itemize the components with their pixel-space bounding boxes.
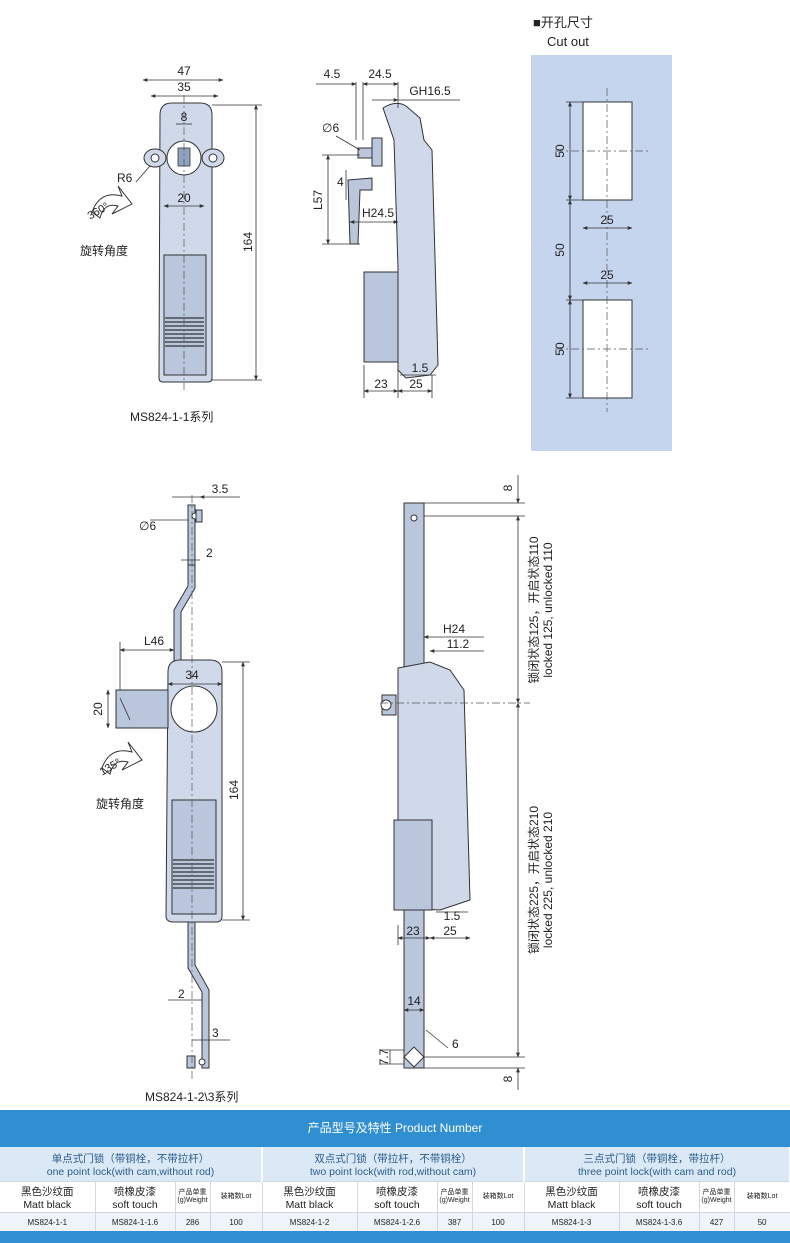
cell-soft: MS824-1-3.6 (619, 1212, 700, 1231)
header-lot: 装箱数Lot (472, 1181, 525, 1213)
cell-weight: 387 (437, 1212, 473, 1231)
bf-dim-34: 34 (185, 668, 199, 682)
ts-dim-4-5: 4.5 (324, 67, 341, 81)
bf-caption: MS824-1-2\3系列 (145, 1090, 238, 1104)
bs-note-lower-cn: 锁闭状态225，开启状态210 (526, 806, 541, 954)
tf-dim-r6: R6 (117, 171, 133, 185)
header-weight: 产品单重(g)Weight (699, 1181, 735, 1213)
cell-lot: 100 (472, 1212, 525, 1231)
tf-dim-20: 20 (177, 191, 191, 205)
bf-dim-2-top: 2 (206, 546, 213, 560)
bf-cam (115, 689, 169, 729)
cell-soft: MS824-1-1.6 (95, 1212, 176, 1231)
tf-rotation-label: 旋转角度 (80, 243, 128, 258)
cutout-dim-5: 50 (553, 342, 567, 356)
bs-dim-6: 6 (452, 1037, 459, 1051)
header-lot: 装箱数Lot (734, 1181, 790, 1213)
cutout-dim-4: 25 (600, 268, 614, 282)
bottom-front-view: 3.5 ∅6 2 L46 34 20 164 2 3 135° 旋转角度 MS8… (91, 482, 250, 1104)
bottom-side-view: 8 H24 11.2 1.5 23 25 14 6 7.7 8 锁闭状态125，… (377, 475, 555, 1090)
bf-rotation-label: 旋转角度 (96, 796, 144, 811)
technical-drawing: 50 25 50 25 50 ■开孔尺寸 Cut out 47 35 (80, 15, 672, 1104)
grip-area (163, 254, 207, 376)
bf-key-cylinder (170, 685, 218, 733)
ts-dim-24-5: 24.5 (368, 67, 392, 81)
bs-dim-1-5: 1.5 (444, 909, 461, 923)
bf-rotation-arrow-icon (101, 741, 143, 775)
cutout-dim-1: 50 (553, 144, 567, 158)
cell-lot: 50 (734, 1212, 790, 1231)
cell-soft: MS824-1-2.6 (357, 1212, 438, 1231)
bs-note-lower-en: locked 225, unlocked 210 (541, 812, 555, 948)
lower-rod (187, 921, 210, 1069)
bs-cam (393, 819, 433, 911)
header-weight: 产品单重(g)Weight (175, 1181, 211, 1213)
cell-matt: MS824-1-1 (0, 1212, 96, 1231)
tf-dim-47: 47 (177, 64, 191, 78)
tf-dim-8: 8 (181, 110, 188, 124)
bf-dim-3: 3 (212, 1026, 219, 1040)
bf-dim-diam6: ∅6 (139, 519, 156, 533)
bs-dim-25: 25 (443, 924, 457, 938)
bf-dim-3-5: 3.5 (212, 482, 229, 496)
bs-note-upper-cn: 锁闭状态125，开启状态110 (526, 536, 541, 683)
tf-dim-164: 164 (241, 232, 255, 252)
bf-dim-164: 164 (227, 780, 241, 800)
bs-dim-11-2: 11.2 (447, 637, 470, 651)
cell-matt: MS824-1-3 (524, 1212, 620, 1231)
cell-lot: 100 (210, 1212, 263, 1231)
tf-caption: MS824-1-1系列 (130, 410, 213, 424)
header-lot: 装箱数Lot (210, 1181, 263, 1213)
ts-dim-25: 25 (409, 377, 423, 391)
ts-dim-1-5: 1.5 (412, 361, 429, 375)
ts-dim-gh16-5: GH16.5 (409, 84, 451, 98)
ts-dim-23: 23 (374, 377, 388, 391)
cutout-dim-2: 25 (600, 213, 614, 227)
bf-dim-20: 20 (91, 702, 105, 716)
cutout-title-en: Cut out (547, 34, 589, 49)
bs-dim-14: 14 (407, 994, 421, 1008)
bs-dim-8-bottom: 8 (501, 1075, 515, 1082)
tf-dim-35: 35 (177, 80, 191, 94)
group-row: 单点式门锁（带铜栓，不带拉杆）one point lock(with cam,w… (0, 1147, 790, 1182)
side-body (382, 102, 439, 379)
cutout-title-cn: ■开孔尺寸 (533, 15, 593, 30)
side-cam (363, 271, 399, 363)
bs-note-upper-en: locked 125, unlocked 110 (541, 542, 555, 678)
ts-dim-h24-5: H24.5 (362, 206, 394, 220)
top-side-view: 4.5 24.5 GH16.5 ∅6 L57 4 H24.5 23 1.5 25 (311, 67, 460, 398)
cell-matt: MS824-1-2 (262, 1212, 358, 1231)
header-weight: 产品单重(g)Weight (437, 1181, 473, 1213)
ts-dim-diam6: ∅6 (322, 121, 339, 135)
ts-dim-4: 4 (337, 175, 344, 189)
group-one-point: 单点式门锁（带铜栓，不带拉杆）one point lock(with cam,w… (0, 1147, 263, 1182)
rotation-arrow-icon (91, 185, 133, 219)
table-row: MS824-1-1 MS824-1-1.6 286 100 MS824-1-2 … (0, 1212, 790, 1231)
group-two-point: 双点式门锁（带拉杆，不带铜栓）two point lock(with rod,w… (262, 1147, 526, 1182)
bs-dim-7-7: 7.7 (377, 1048, 391, 1065)
top-front-view: 47 35 8 R6 20 164 360° 旋转角度 MS824-1-1系列 (80, 64, 262, 424)
cutout-dim-3: 50 (553, 243, 567, 257)
cell-weight: 427 (699, 1212, 735, 1231)
product-number-table: 产品型号及特性 Product Number 单点式门锁（带铜栓，不带拉杆）on… (0, 1110, 790, 1243)
bs-dim-23: 23 (406, 924, 420, 938)
bf-dim-2-bottom: 2 (178, 987, 185, 1001)
table-title: 产品型号及特性 Product Number (307, 1121, 483, 1135)
group-three-point: 三点式门锁（带铜栓，带拉杆）three point lock(with cam … (524, 1147, 790, 1182)
bf-dim-l46: L46 (144, 634, 164, 648)
bs-dim-8-top: 8 (501, 484, 515, 491)
ts-dim-l57: L57 (311, 190, 325, 210)
bs-dim-h24: H24 (443, 622, 465, 636)
cutout-panel: 50 25 50 25 50 (531, 55, 672, 451)
cell-weight: 286 (175, 1212, 211, 1231)
